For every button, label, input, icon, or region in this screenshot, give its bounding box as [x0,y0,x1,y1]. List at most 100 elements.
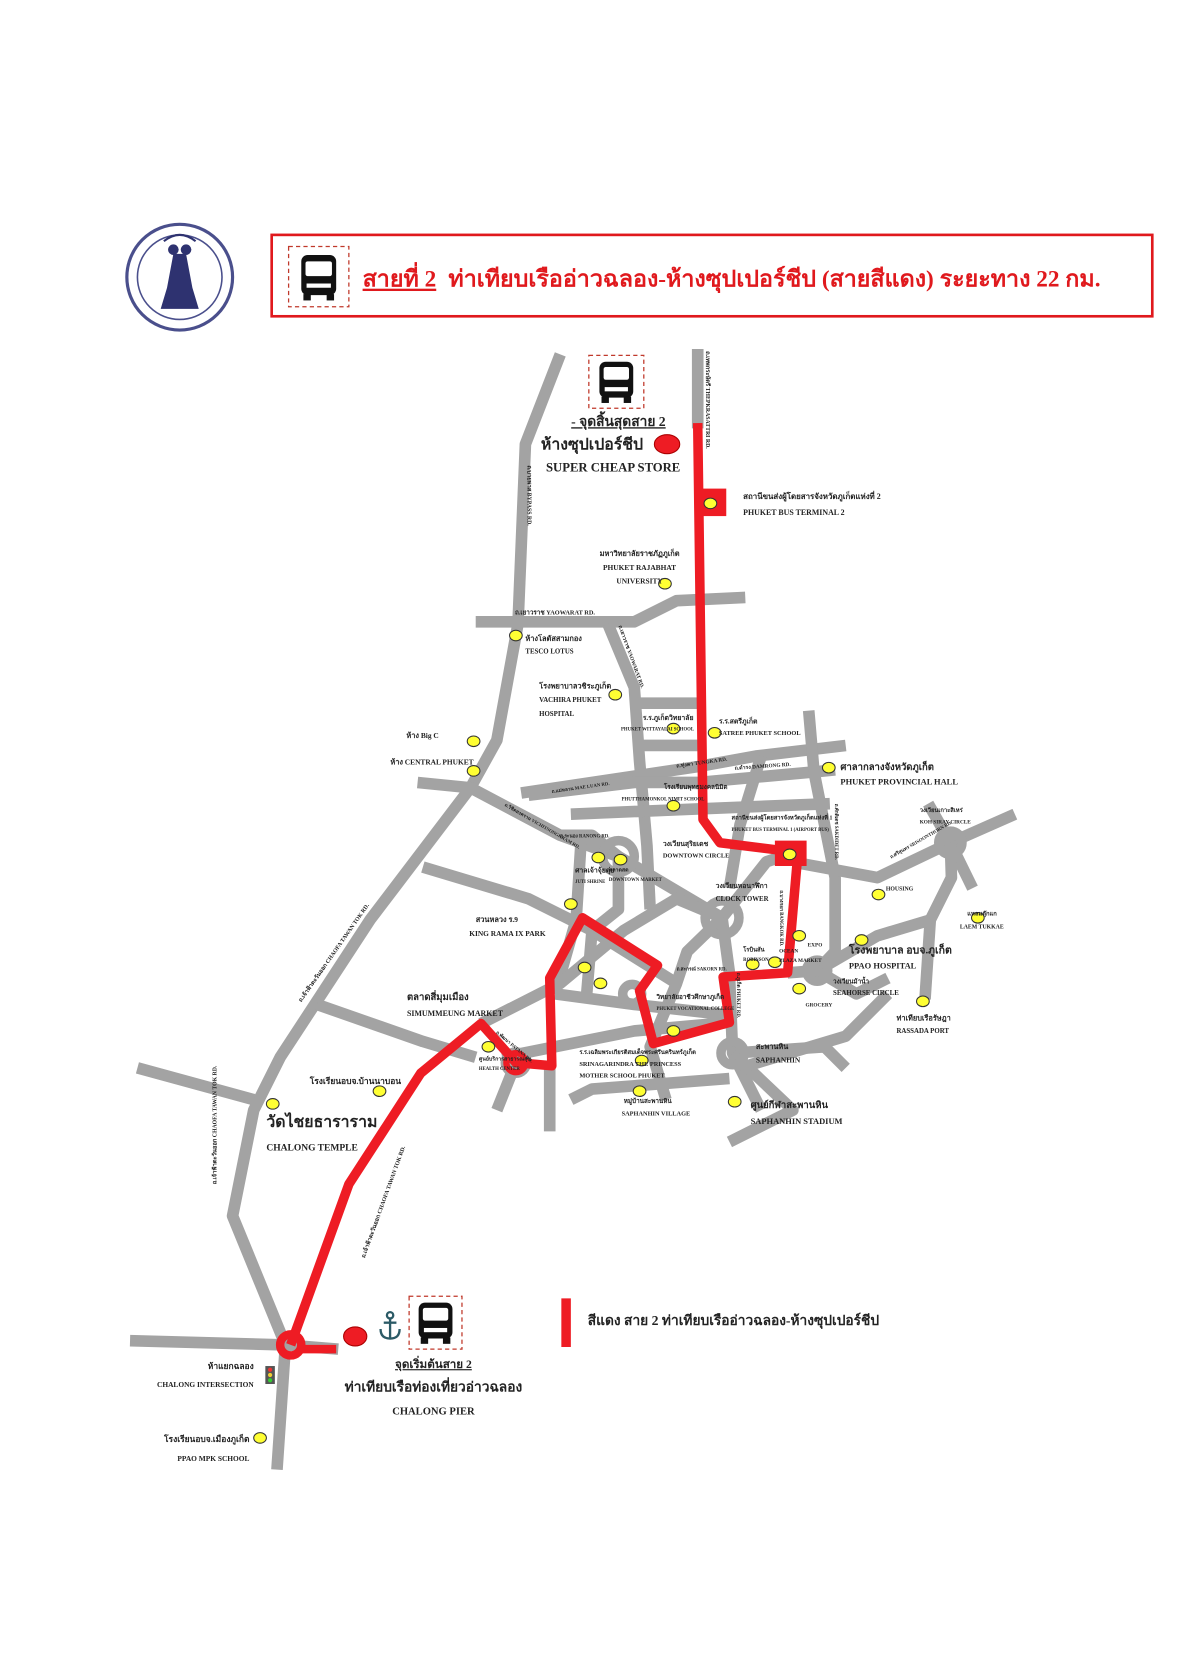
map-label-chalong-temple-th: วัดไชยธาราราม [266,1112,377,1131]
route-title: ท่าเทียบเรืออ่าวฉลอง-ห้างซุปเปอร์ชีป (สา… [448,266,1100,294]
map-label-damrong: ถ.ดำรง DAMRONG RD. [734,761,791,772]
route-number: สายที่ 2 [363,262,437,293]
poi-marker [591,851,606,864]
roundabout-4 [933,826,967,860]
map-label-wittayalai-en: PHUKET WITTAYALAI SCHOOL [621,728,694,733]
poi-marker [727,1095,742,1108]
map-label-tesco-en: TESCO LOTUS [525,649,573,656]
map-label-stadium-en: SAPHANHIN STADIUM [751,1116,843,1126]
map-label-ocean-en: OCEAN [779,949,798,955]
map-label-downtown-th: วงเวียนสุริยเดช [663,840,709,848]
poi-marker [253,1432,267,1444]
map-label-name-en: SUPER CHEAP STORE [546,461,680,475]
map-label-ppao-hosp-en: PPAO HOSPITAL [849,961,917,971]
map-label-laemtukkae-en: LAEM TUKKAE [960,924,1004,930]
map-label-putthamonkol-en: PHUTTHAMONKOL NIMIT SCHOOL [622,797,705,802]
map-label-thepkrasattri: ถ.เทพกระษัตรี THEPKRASATTRI RD. [704,351,712,449]
road-7 [527,764,836,801]
map-label-robinson-en: ROBINSON [743,958,769,963]
map-label-rama9-th: สวนหลวง ร.9 [476,915,519,924]
poi-marker [613,853,628,866]
map-label-bus-terminal-1-en: PHUKET BUS TERMINAL 1 (AIRPORT BUS) [732,828,830,833]
map-label-juti-en: JUTI SHRINE [575,880,605,885]
legend-label: สีแดง สาย 2 ท่าเทียบเรืออ่าวฉลอง-ห้างซุป… [588,1312,880,1329]
map-label-stadium-th: ศูนย์กีฬาสะพานหิน [751,1099,829,1112]
map-label-downtown-market-th: ตลาดสด [609,867,629,873]
map-label-chalong-int-en: CHALONG INTERSECTION [157,1380,254,1389]
map-label-nabon-th: โรงเรียนอบจ.บ้านนาบอน [309,1076,402,1086]
legend-red-swatch [561,1298,571,1347]
map-label-srinagarindra-en2: MOTHER SCHOOL PHUKET [579,1072,665,1079]
poi-marker [265,1098,280,1110]
map-label-health-th: ศูนย์บริการสาธารณสุข [479,1056,531,1064]
roundabout-1 [700,896,744,940]
map-label-rassada-en: RASSADA PORT [896,1028,949,1035]
road-24 [644,913,727,1102]
road-12 [723,754,767,890]
poi-marker [707,726,722,739]
road-32 [568,1072,730,1105]
road-13 [796,808,1018,884]
map-label-yaowarat: ถ.เยาวราช YAOWARAT RD. [515,609,595,616]
map-label-housing-en: HOUSING [886,886,914,892]
poi-marker [782,848,797,861]
poi-marker [632,1085,647,1097]
map-label-bangkok: ถ.บางกอก BANGKOK RD. [778,890,784,946]
map-label-heading: จุดเริ่มต้นสาย 2 [395,1355,472,1372]
map-label-satree-en: SATREE PHUKET SCHOOL [719,730,801,737]
title-bus-icon [287,245,350,308]
map-label-tesco-th: ห้างโลตัสสามกอง [525,633,582,643]
poi-marker [666,722,681,735]
map-label-chalong-temple-en: CHALONG TEMPLE [266,1143,357,1153]
map-label-ppao-hosp-th: โรงพยาบาล อบจ.ภูเก็ต [848,943,952,958]
poi-marker [658,577,672,590]
road-28 [501,1016,730,1064]
map-label-rassada-th: ท่าเทียบเรือรัษฎา [896,1013,950,1022]
poi-marker [593,977,608,990]
map-label-bus-terminal-1-th: สถานีขนส่งผู้โดยสารจังหวัดภูเก็ตแห่งที่ … [732,812,833,822]
map-label-grocery-en: GROCERY [806,1003,833,1009]
map-label-vachira-th: โรงพยาบาลวชิระภูเก็ต [538,680,611,691]
traffic-light-icon [265,1366,275,1384]
end-point-marker [653,434,681,455]
poi-marker [970,911,985,924]
map-label-name-th: ท่าเทียบเรือท่องเที่ยวอ่าวฉลอง [345,1376,523,1394]
poi-marker [466,765,481,777]
road-16 [919,842,958,1000]
roundabout-2 [801,955,833,986]
start-point-marker [343,1326,368,1347]
anchor-icon [379,1310,401,1340]
title-box [270,233,1154,318]
poi-markers [253,497,985,1444]
map-label-ocean-en2: PLAZA MARKET [779,958,822,964]
poi-marker [916,995,930,1008]
road-36 [135,1062,256,1106]
map-label-clock-en: CLOCK TOWER [716,896,770,903]
map-label-mpk-en: PPAO MPK SCHOOL [177,1454,249,1463]
map-label-kohsiray-en: KOH SIRAY CIRCLE [920,820,972,826]
map-label-rama9-en: KING RAMA IX PARK [469,929,546,938]
map-label-vocational-en: PHUKET VOCATIONAL COLLEGE [656,1007,734,1012]
poi-marker [481,1040,496,1053]
map-label-bypass: ถ.บายพาส BYPASS RD. [526,465,533,526]
road-22 [478,892,725,1029]
map-label-mpk-th: โรงเรียนอบจ.เมืองภูเก็ต [163,1433,250,1445]
map-label-saphanhin-th: สะพานหิน [756,1042,789,1051]
poi-marker [703,497,718,510]
road-20 [421,861,680,989]
poi-marker [854,934,869,946]
poi-marker [563,898,578,910]
map-label-laemtukkae-th: แหลมตุ๊กแก [967,911,997,918]
road-34 [738,989,893,1074]
map-label-central: ห้าง CENTRAL PHUKET [390,758,473,767]
poi-marker [871,888,886,901]
map-label-simummeung-th: ตลาดสี่มุมเมือง [407,989,469,1003]
road-33 [726,1048,799,1148]
poi-marker [634,1054,649,1067]
map-label-health-en: HEALTH CENTER [479,1067,520,1072]
poi-marker [577,961,592,974]
map-label-rajabhat-th: มหาวิทยาลัยราชภัฏภูเก็ต [600,548,680,559]
route-roundabout [503,1049,529,1076]
svg-text:สายที่ 2 ท่าเทียบเรืออ่าวฉ: สายที่ 2 ท่าเทียบเรืออ่าวฉลอง-ห้างซุปเปอ… [363,262,1101,294]
